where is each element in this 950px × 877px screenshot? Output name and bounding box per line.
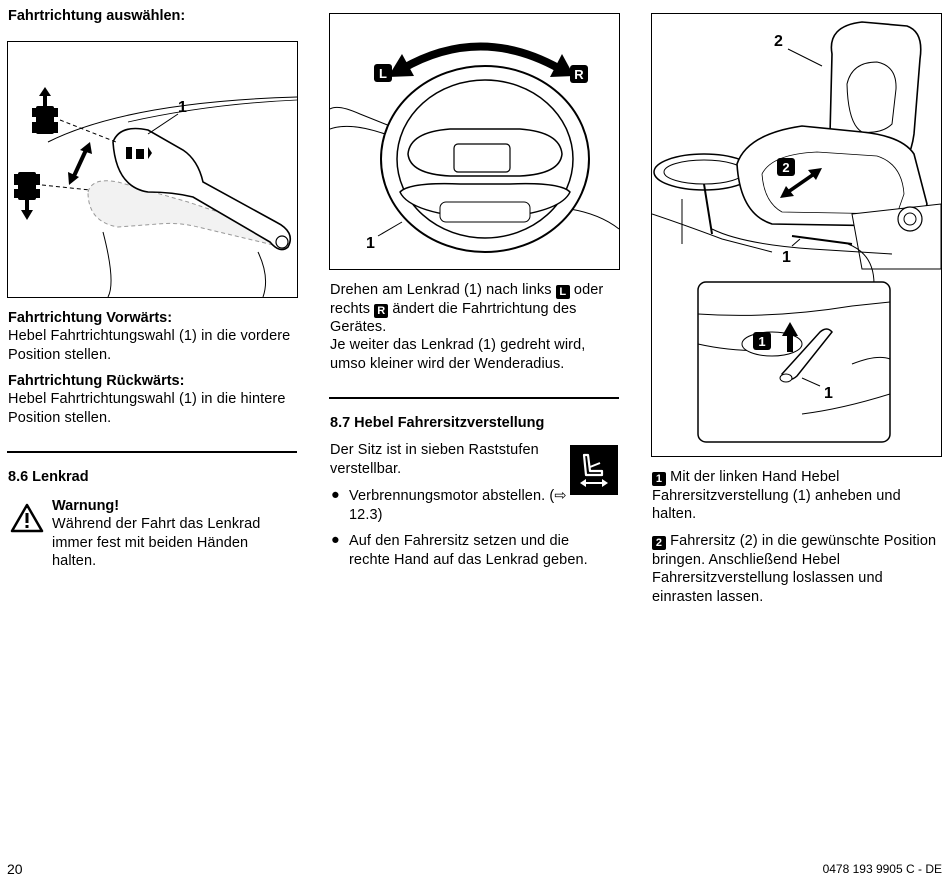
callout-1-detail: 1 [824,385,833,402]
step-2: 2 Fahrersitz (2) in die gewünschte Posit… [652,533,937,605]
forward-text: Hebel Fahrtrichtungswahl (1) in die vord… [8,328,291,363]
seat-intro: Der Sitz ist in sieben Raststufen verste… [330,442,539,477]
seat-adjustment-illustration: 2 2 1 1 1 [651,13,942,457]
left-badge: L [555,285,570,299]
bullet-symbol: ● [331,487,340,503]
reverse-tractor-icon [14,172,40,220]
divider [7,451,297,453]
warning-text: Während der Fahrt das Lenkrad immer fest… [52,516,261,569]
svg-text:1: 1 [758,334,765,349]
callout-1: 1 [178,99,187,116]
steering-paragraph-1: Drehen am Lenkrad (1) nach links L oder … [330,282,604,335]
right-badge [570,65,588,83]
step-1: 1 Mit der linken Hand Hebel Fahrersitzve… [652,469,901,522]
left-badge [374,64,392,82]
forward-heading: Fahrtrichtung Vorwärts: [8,310,173,326]
double-arrow-icon [68,142,92,185]
backward-heading: Fahrtrichtung Rückwärts: [8,373,185,389]
forward-tractor-icon [32,87,58,134]
tractor-symbol [126,147,152,159]
section-title-seat: 8.7 Hebel Fahrersitzverstellung [330,415,545,431]
warning-triangle-icon [10,503,46,535]
svg-text:2: 2 [782,160,789,175]
document-code: 0478 193 9905 C - DE [822,862,942,876]
callout-1: 1 [782,249,791,266]
svg-text:L: L [379,66,387,81]
figure-heading: Fahrtrichtung auswählen: [8,8,186,24]
backward-text: Hebel Fahrtrichtungswahl (1) in die hint… [8,391,286,426]
seat-adjust-icon [570,445,618,495]
bullet-symbol: ● [331,532,340,548]
right-badge: R [374,303,389,318]
step-1-badge: 1 [652,472,666,486]
callout-1: 1 [366,235,375,252]
bullet-text: Auf den Fahrersitz setzen und die rechte… [349,533,588,568]
page-number: 20 [7,861,23,877]
divider [329,397,619,399]
direction-lever-illustration: 1 [7,41,298,298]
section-title-lenkrad: 8.6 Lenkrad [8,469,89,485]
steering-wheel-illustration: L R 1 [329,13,620,270]
step-2-badge: 2 [652,536,666,550]
warning-title: Warnung! [52,498,120,514]
bullet-text: Verbrennungsmotor abstellen. (⇨ 12.3) [349,488,567,523]
steering-paragraph-2: Je weiter das Lenkrad (1) gedreht wird, … [330,337,586,372]
svg-text:R: R [574,67,584,82]
callout-2: 2 [774,33,783,50]
